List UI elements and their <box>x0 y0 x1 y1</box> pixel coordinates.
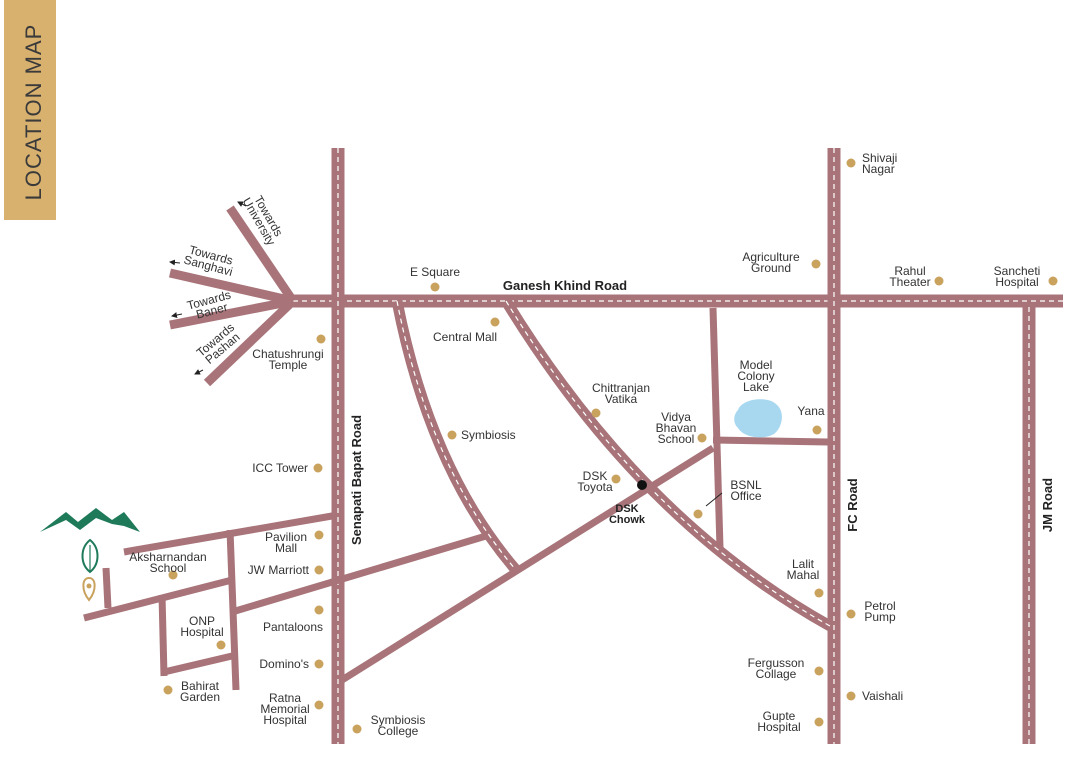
symbiosis-college-marker <box>352 724 362 734</box>
vidya-bhavan-marker <box>697 433 707 443</box>
jw-marriott-marker <box>314 565 324 575</box>
lalit-mahal-marker <box>814 588 824 598</box>
fergusson-marker <box>814 666 824 676</box>
location-map-banner: LOCATION MAP <box>4 0 56 220</box>
road-towards-university <box>226 205 297 304</box>
bsnl-marker <box>693 509 703 519</box>
yana-marker <box>812 425 822 435</box>
vaishali-marker <box>846 691 856 701</box>
onp-vertical-road <box>226 529 240 691</box>
symbiosis-marker <box>447 430 457 440</box>
bahirat-road <box>163 652 233 676</box>
symbiosis-label: Symbiosis <box>461 428 516 442</box>
shivaji-marker <box>846 158 856 168</box>
spur-road <box>102 567 112 609</box>
aksharnandan-marker <box>168 570 178 580</box>
e-square-label: E Square <box>410 265 460 279</box>
jm-road-label: JM Road <box>1040 478 1055 532</box>
central-mall-marker <box>490 317 500 327</box>
dsk-diagonal-road <box>340 445 715 683</box>
road-towards-sanghavi <box>169 268 294 306</box>
dsk-toyota-marker <box>611 474 621 484</box>
dsk-chowk-road <box>501 298 833 631</box>
gupte-marker <box>814 717 824 727</box>
pantaloons-label: Pantaloons <box>263 620 323 634</box>
e-square-marker <box>430 282 440 292</box>
agriculture-marker <box>811 259 821 269</box>
central-mall-label: Central Mall <box>433 330 497 344</box>
dsk-chowk-junction-marker <box>637 480 647 490</box>
icc-tower-label: ICC Tower <box>252 461 308 475</box>
vaishali-label: Vaishali <box>862 689 903 703</box>
dominos-label: Domino's <box>259 657 309 671</box>
jw-marriott-road <box>230 532 488 616</box>
road-towards-baner <box>169 296 294 330</box>
model-colony-lake-shape <box>734 399 782 438</box>
onp-marker <box>216 640 226 650</box>
petrol-pump-marker <box>846 609 856 619</box>
icc-tower-marker <box>313 463 323 473</box>
dominos-marker <box>314 659 324 669</box>
senapati-bapat-road-label: Senapati Bapat Road <box>349 415 364 545</box>
fc-road-label: FC Road <box>845 478 860 532</box>
onp-road <box>83 576 233 622</box>
towards-sanghavi-arrow-icon <box>169 259 181 266</box>
yana-label: Yana <box>797 404 824 418</box>
pantaloons-marker <box>314 605 324 615</box>
yana-road <box>712 436 829 446</box>
location-pin-dot <box>86 583 92 589</box>
chatushrungi-marker <box>316 334 326 344</box>
sancheti-marker <box>1048 276 1058 286</box>
towards-baner-arrow-icon <box>171 312 183 318</box>
logo <box>40 508 140 602</box>
location-pin-icon <box>82 576 96 602</box>
vidya-bhavan-road <box>709 307 724 549</box>
towards-pashan-arrow-icon <box>194 369 204 375</box>
lake-layer <box>734 399 782 438</box>
roads-layer <box>83 148 1063 744</box>
chittranjan-marker <box>591 408 601 418</box>
rahul-marker <box>934 276 944 286</box>
towards-university-arrow-icon <box>237 201 247 207</box>
bahirat-vertical-road <box>158 594 168 677</box>
pavilion-marker <box>314 530 324 540</box>
bahirat-marker <box>163 685 173 695</box>
bsnl-pointer-line <box>705 492 723 507</box>
jw-marriott-label: JW Marriott <box>248 563 310 577</box>
symbiosis-road <box>391 299 521 574</box>
mountain-logo-icon <box>40 508 140 532</box>
ratna-marker <box>314 700 324 710</box>
ganesh-khind-road-label: Ganesh Khind Road <box>503 278 627 293</box>
road-towards-pashan <box>203 297 297 387</box>
